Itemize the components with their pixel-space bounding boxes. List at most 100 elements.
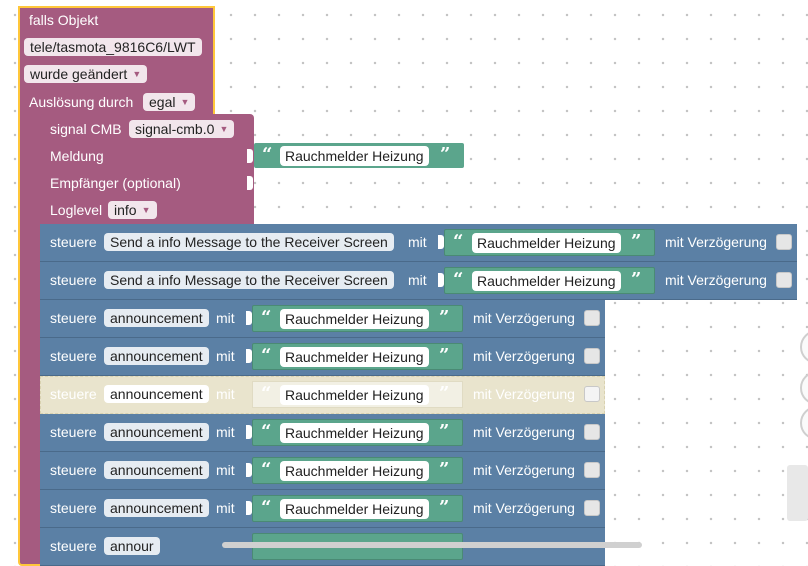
control-with-label: mit xyxy=(216,500,235,516)
control-value[interactable]: Rauchmelder Heizung xyxy=(280,461,429,481)
control-value[interactable]: Rauchmelder Heizung xyxy=(280,309,429,329)
value-input-socket xyxy=(246,349,252,363)
chevron-down-icon: ▼ xyxy=(219,124,229,134)
delay-checkbox[interactable] xyxy=(584,310,600,326)
loglevel-dropdown[interactable]: info ▼ xyxy=(108,201,157,219)
control-with-label: mit xyxy=(216,386,235,402)
delay-checkbox[interactable] xyxy=(776,234,792,250)
control-verb: steuere xyxy=(50,386,97,402)
delay-label: mit Verzögerung xyxy=(473,386,575,402)
delay-label: mit Verzögerung xyxy=(473,500,575,516)
message-value[interactable]: Rauchmelder Heizung xyxy=(280,146,429,166)
value-input-socket xyxy=(246,463,252,477)
control-value[interactable]: Rauchmelder Heizung xyxy=(280,385,429,405)
control-with-label: mit xyxy=(216,424,235,440)
open-quote-icon: “ xyxy=(262,144,273,165)
message-label: Meldung xyxy=(50,148,104,164)
control-verb: steuere xyxy=(50,272,97,288)
open-quote-icon: “ xyxy=(261,459,272,480)
delay-checkbox[interactable] xyxy=(584,424,600,440)
value-input-socket xyxy=(438,235,444,249)
zoom-reset-icon[interactable] xyxy=(800,330,808,364)
condition-value: wurde geändert xyxy=(30,66,128,82)
control-target-field[interactable]: annour xyxy=(104,537,160,555)
receiver-label: Empfänger (optional) xyxy=(50,175,181,191)
loglevel-label: Loglevel xyxy=(50,202,103,218)
control-target-field[interactable]: Send a info Message to the Receiver Scre… xyxy=(104,271,394,289)
trash-icon[interactable] xyxy=(787,465,808,521)
close-quote-icon: ” xyxy=(439,383,450,404)
delay-checkbox[interactable] xyxy=(584,462,600,478)
control-with-label: mit xyxy=(216,462,235,478)
zoom-out-icon[interactable] xyxy=(800,406,808,440)
value-input-socket xyxy=(246,425,252,439)
trigger-inner-strip xyxy=(20,110,40,560)
delay-label: mit Verzögerung xyxy=(665,272,767,288)
trigger-by-dropdown[interactable]: egal ▼ xyxy=(143,93,196,111)
chevron-down-icon: ▼ xyxy=(141,205,151,215)
open-quote-icon: “ xyxy=(261,307,272,328)
open-quote-icon: “ xyxy=(261,421,272,442)
control-value[interactable]: Rauchmelder Heizung xyxy=(472,233,621,253)
control-verb: steuere xyxy=(50,538,97,554)
control-verb: steuere xyxy=(50,500,97,516)
control-target-field[interactable]: announcement xyxy=(104,461,209,479)
control-target-field[interactable]: announcement xyxy=(104,385,209,403)
close-quote-icon: ” xyxy=(439,307,450,328)
zoom-in-icon[interactable] xyxy=(800,371,808,405)
delay-checkbox[interactable] xyxy=(584,500,600,516)
control-with-label: mit xyxy=(408,234,427,250)
delay-checkbox[interactable] xyxy=(776,272,792,288)
delay-checkbox[interactable] xyxy=(584,348,600,364)
chevron-down-icon: ▼ xyxy=(132,69,142,79)
close-quote-icon: ” xyxy=(440,144,451,165)
delay-label: mit Verzögerung xyxy=(665,234,767,250)
trigger-title: falls Objekt xyxy=(29,12,99,28)
control-target-field[interactable]: announcement xyxy=(104,309,209,327)
control-value[interactable]: Rauchmelder Heizung xyxy=(280,347,429,367)
close-quote-icon: ” xyxy=(631,231,642,252)
close-quote-icon: ” xyxy=(631,269,642,290)
open-quote-icon: “ xyxy=(261,345,272,366)
delay-checkbox[interactable] xyxy=(584,386,600,402)
signal-instance-dropdown[interactable]: signal-cmb.0 ▼ xyxy=(129,120,235,138)
open-quote-icon: “ xyxy=(261,497,272,518)
delay-label: mit Verzögerung xyxy=(473,462,575,478)
message-input-socket xyxy=(247,149,253,163)
signal-cmb-label: signal CMB xyxy=(50,121,122,137)
control-verb: steuere xyxy=(50,424,97,440)
control-with-label: mit xyxy=(408,272,427,288)
loglevel-value: info xyxy=(114,202,137,218)
control-verb: steuere xyxy=(50,310,97,326)
trigger-by-value: egal xyxy=(149,94,176,110)
delay-label: mit Verzögerung xyxy=(473,348,575,364)
signal-instance-value: signal-cmb.0 xyxy=(135,121,215,137)
object-id-field[interactable]: tele/tasmota_9816C6/LWT xyxy=(24,38,202,56)
open-quote-icon: “ xyxy=(453,231,464,252)
close-quote-icon: ” xyxy=(439,497,450,518)
condition-dropdown[interactable]: wurde geändert ▼ xyxy=(24,65,148,83)
control-with-label: mit xyxy=(216,348,235,364)
control-verb: steuere xyxy=(50,462,97,478)
value-input-socket xyxy=(246,501,252,515)
control-target-field[interactable]: announcement xyxy=(104,423,209,441)
delay-label: mit Verzögerung xyxy=(473,310,575,326)
trigger-by-label: Auslösung durch xyxy=(29,94,134,110)
control-target-field[interactable]: Send a info Message to the Receiver Scre… xyxy=(104,233,394,251)
value-input-socket xyxy=(246,311,252,325)
open-quote-icon: “ xyxy=(453,269,464,290)
open-quote-icon: “ xyxy=(261,383,272,404)
chevron-down-icon: ▼ xyxy=(180,97,190,107)
control-value[interactable]: Rauchmelder Heizung xyxy=(280,499,429,519)
control-value[interactable]: Rauchmelder Heizung xyxy=(280,423,429,443)
control-target-field[interactable]: announcement xyxy=(104,347,209,365)
control-target-field[interactable]: announcement xyxy=(104,499,209,517)
receiver-input-socket xyxy=(247,176,253,190)
horizontal-scrollbar[interactable] xyxy=(222,542,642,548)
control-verb: steuere xyxy=(50,234,97,250)
close-quote-icon: ” xyxy=(439,421,450,442)
control-value[interactable]: Rauchmelder Heizung xyxy=(472,271,621,291)
control-verb: steuere xyxy=(50,348,97,364)
delay-label: mit Verzögerung xyxy=(473,424,575,440)
close-quote-icon: ” xyxy=(439,459,450,480)
